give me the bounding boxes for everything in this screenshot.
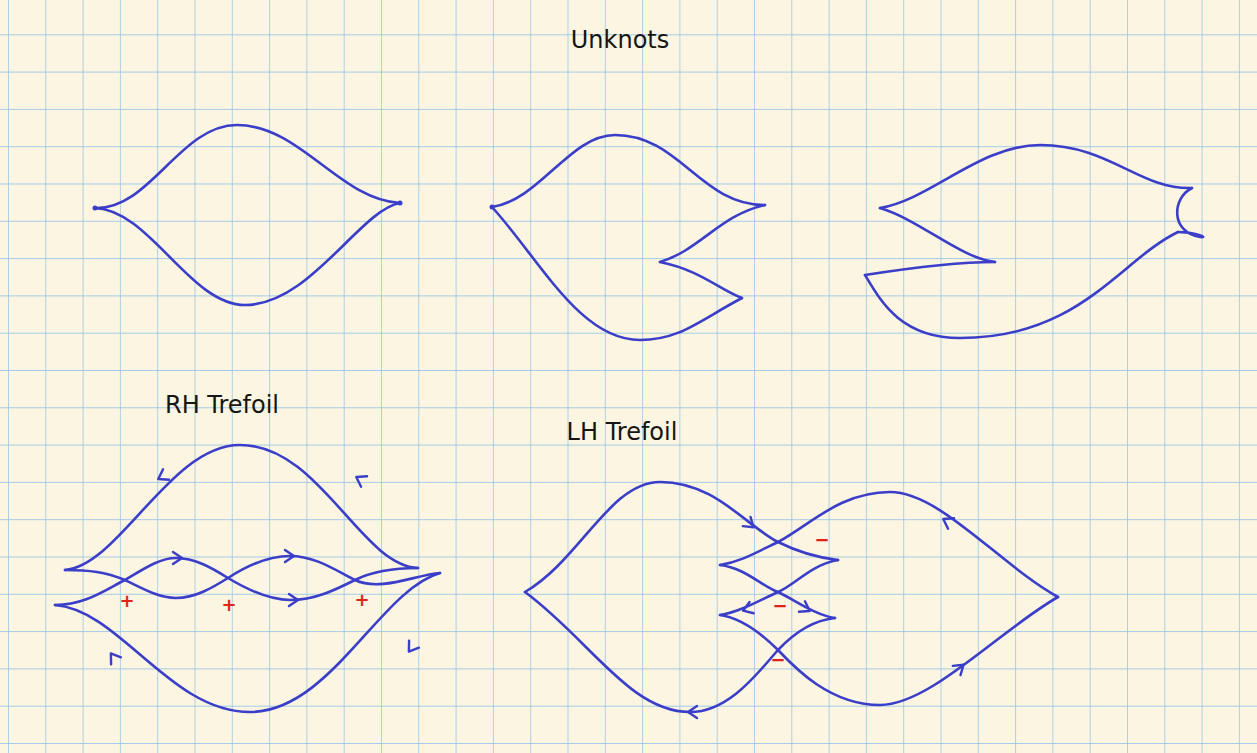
crossing-sign: +	[354, 591, 369, 610]
section-heading-text: RH Trefoil	[165, 391, 279, 419]
orientation-arrow	[173, 552, 182, 564]
orientation-arrow	[404, 641, 419, 655]
knot-strand	[492, 207, 742, 340]
knot-strand	[95, 203, 400, 305]
knot-strand	[865, 232, 1178, 338]
cusp-dot	[398, 201, 403, 206]
orientation-arrow	[953, 660, 968, 675]
crossing-sign-text: +	[119, 592, 134, 610]
crossing-sign: −	[770, 651, 785, 670]
section-heading-text: Unknots	[571, 26, 669, 54]
crossing-sign-text: −	[772, 597, 787, 615]
crossing-sign-text: −	[814, 531, 829, 549]
knot-strand	[660, 205, 765, 262]
section-heading-text: LH Trefoil	[567, 418, 678, 446]
section-heading: Unknots	[571, 26, 669, 54]
orientation-arrow	[940, 514, 954, 529]
orientation-arrow	[688, 706, 697, 718]
unknot-front	[490, 135, 766, 340]
orientation-arrow	[741, 602, 754, 616]
orientation-arrow	[743, 517, 758, 532]
knot-strand	[492, 135, 765, 207]
knot-strand	[720, 565, 835, 618]
orientation-arrow	[353, 472, 367, 487]
unknot-front	[93, 125, 403, 305]
crossing-sign: +	[119, 592, 134, 611]
unknot-front	[865, 145, 1203, 338]
knot-strand	[720, 492, 1058, 597]
orientation-arrow	[289, 594, 298, 606]
knot-strand	[1177, 188, 1203, 237]
section-heading: LH Trefoil	[567, 418, 678, 446]
orientation-arrow	[106, 650, 121, 664]
knot-strand	[65, 445, 418, 570]
crossing-sign: +	[221, 596, 236, 615]
crossing-sign: −	[772, 597, 787, 616]
orientation-arrow	[155, 469, 169, 484]
knot-strand	[660, 262, 742, 298]
section-heading: RH Trefoil	[165, 391, 279, 419]
orientation-arrow	[799, 601, 813, 616]
knot-strand	[880, 208, 995, 262]
knot-strand	[720, 597, 1058, 705]
crossing-sign-text: +	[354, 591, 369, 609]
crossing-sign-text: +	[221, 596, 236, 614]
crossing-sign: −	[814, 531, 829, 550]
trefoil-front	[55, 445, 440, 712]
crossing-sign-text: −	[770, 651, 785, 669]
knot-strand	[525, 592, 835, 712]
knot-strand	[525, 482, 838, 592]
knot-strand	[880, 145, 1192, 208]
knot-strand	[720, 560, 838, 615]
knot-strand	[95, 125, 400, 208]
orientation-arrow	[285, 550, 294, 562]
cusp-dot	[490, 205, 495, 210]
cusp-dot	[93, 206, 98, 211]
trefoil-front	[525, 482, 1058, 718]
knot-strand	[865, 262, 995, 275]
knot-strand	[55, 573, 440, 712]
